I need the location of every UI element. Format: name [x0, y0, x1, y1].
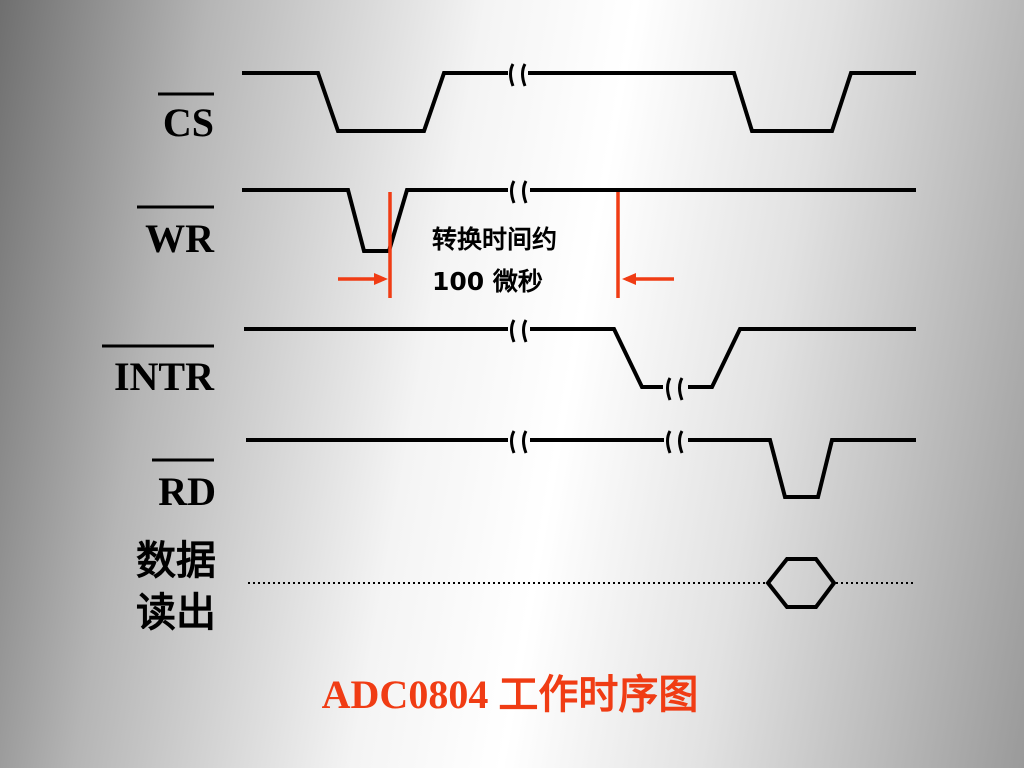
rd-break-mark-2 [666, 430, 684, 454]
data-valid-window [765, 557, 837, 609]
data-read-label-line1: 数据 [136, 538, 216, 584]
diagram-title: ADC0804 工作时序图 [322, 672, 699, 717]
rd-label: RD [158, 469, 216, 514]
wr-break-mark [510, 180, 528, 204]
intr-break-mark-2 [666, 377, 684, 401]
cs-label: CS [163, 100, 214, 145]
wr-label: WR [145, 216, 215, 261]
conversion-time-label-line1: 转换时间约 [432, 225, 557, 254]
conversion-time-label-line2: 100 微秒 [432, 267, 543, 296]
cs-waveform [242, 71, 916, 133]
left-arrow-icon [622, 273, 674, 285]
intr-label: INTR [114, 354, 215, 399]
rd-break-mark-1 [510, 430, 528, 454]
intr-waveform [244, 327, 916, 389]
wr-waveform [242, 188, 916, 253]
data-read-label-line2: 读出 [136, 590, 216, 636]
cs-break-mark [509, 63, 527, 87]
intr-break-mark-1 [510, 319, 528, 343]
right-arrow-icon [338, 273, 388, 285]
rd-waveform [246, 438, 916, 499]
